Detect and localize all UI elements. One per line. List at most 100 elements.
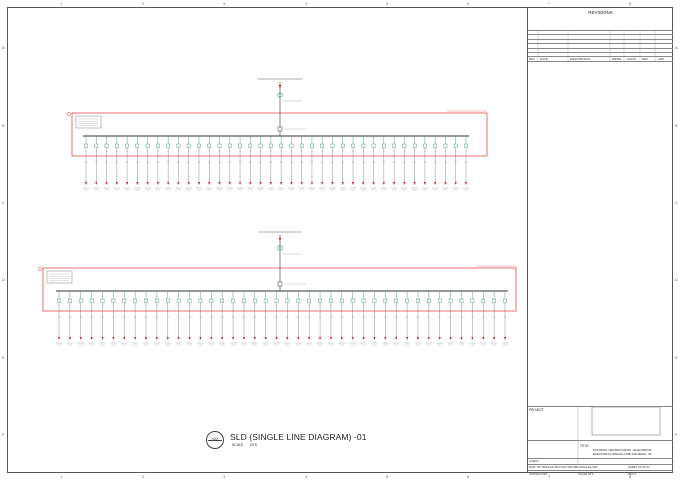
load-arrow (136, 182, 139, 185)
drawing-number-bubble: XXX (206, 431, 224, 449)
client-field: CLIENT - (529, 459, 541, 463)
load-arrow (331, 182, 334, 185)
revision-header-cell: DESCRIPTION (570, 57, 591, 61)
feeder-breaker (100, 298, 105, 303)
feeder-breaker (492, 298, 496, 303)
zone-row-label: F (2, 432, 5, 437)
project-divider (528, 406, 673, 407)
feeder-breaker (279, 143, 283, 148)
revision-header-cell: REV (642, 57, 649, 61)
zone-column-label: 6 (467, 1, 470, 6)
load-arrow (318, 337, 322, 340)
logo-box (591, 406, 661, 436)
load-arrow (156, 182, 159, 185)
revision-header-cell: APP (658, 57, 665, 61)
feeder-breaker (122, 298, 127, 303)
feeder-breaker (57, 298, 61, 303)
load-arrow (101, 337, 104, 340)
revisions-header-line-bottom (528, 61, 673, 62)
drawing-number: XXX (211, 437, 219, 441)
feeder-breaker (242, 298, 246, 303)
load-arrow (84, 182, 88, 185)
title-label: TITLE (580, 444, 589, 448)
zone-column-label: 3 (223, 1, 226, 6)
feeder-breaker (289, 143, 294, 148)
zone-row-label: E (675, 355, 678, 360)
load-arrow (199, 337, 202, 340)
load-arrow (155, 337, 159, 340)
feeder-breaker (459, 298, 464, 303)
load-arrow (238, 182, 242, 185)
feeder-breaker (437, 298, 442, 303)
load-arrow (329, 337, 333, 340)
consultant-field: CONSULTANT - (529, 472, 550, 476)
load-arrow (427, 337, 430, 340)
feeder-breaker (412, 143, 417, 148)
load-arrow (269, 182, 272, 185)
zone-column-label: 5 (386, 1, 389, 6)
feeder-breaker (340, 143, 345, 148)
zone-column-label: 2 (142, 1, 145, 6)
panel-marker (38, 267, 42, 271)
main-breaker (277, 126, 283, 132)
load-arrow (438, 337, 441, 340)
panel-legend-box (75, 115, 102, 129)
zone-row-label: C (2, 200, 5, 205)
feeder-breaker (68, 298, 72, 303)
title-divider (528, 440, 673, 441)
load-arrow (310, 182, 314, 185)
load-arrow (134, 337, 137, 340)
energy-meter (277, 245, 283, 251)
feeder-breaker (470, 298, 475, 303)
zone-row-label: D (2, 277, 5, 282)
feeder-breaker (329, 298, 333, 303)
load-arrow (362, 182, 365, 185)
feeder-breaker (156, 143, 160, 148)
incoming-arrow (278, 238, 282, 241)
load-arrow (405, 337, 409, 340)
load-arrow (280, 182, 283, 185)
feeder-breaker (78, 298, 83, 303)
feeder-breaker (416, 298, 420, 303)
revision-row-line (528, 43, 673, 45)
load-arrow (68, 337, 71, 340)
load-arrow (449, 337, 452, 340)
revision-row-line (528, 38, 673, 40)
load-arrow (403, 182, 406, 185)
feeder-breaker (405, 298, 409, 303)
feeder-breaker (258, 143, 263, 148)
load-arrow (454, 182, 457, 185)
feeder-breaker (133, 298, 137, 303)
feeder-breaker (350, 298, 355, 303)
load-arrow (493, 337, 496, 340)
feeder-breaker (94, 143, 99, 148)
feeder-breaker (296, 298, 301, 303)
load-arrow (177, 337, 180, 340)
feeder-breaker (383, 298, 388, 303)
feeder-breaker (320, 143, 325, 148)
load-arrow (231, 337, 235, 340)
feeder-breaker (372, 298, 377, 303)
load-arrow (340, 337, 343, 340)
zone-row-label: C (675, 200, 678, 205)
load-arrow (177, 182, 180, 185)
feeder-breaker (394, 298, 399, 303)
load-arrow (188, 337, 191, 340)
scale-field: SCALE NTS (578, 472, 594, 476)
load-arrow (187, 182, 190, 185)
load-arrow (218, 182, 221, 185)
energy-meter (277, 92, 283, 98)
feeder-breaker (253, 298, 257, 303)
feeder-breaker (89, 298, 94, 303)
zone-column-label: 4 (305, 1, 308, 6)
dwg-no-field: DWG NO TRAN-EH-MM-CCD-TRN-BB-1502-ELE-SM… (529, 465, 598, 469)
load-arrow (197, 182, 201, 185)
load-arrow (275, 337, 278, 340)
load-arrow (382, 182, 385, 185)
load-arrow (300, 182, 303, 185)
feeder-breaker (209, 298, 214, 303)
load-arrow (384, 337, 387, 340)
feeder-breaker (217, 143, 222, 148)
